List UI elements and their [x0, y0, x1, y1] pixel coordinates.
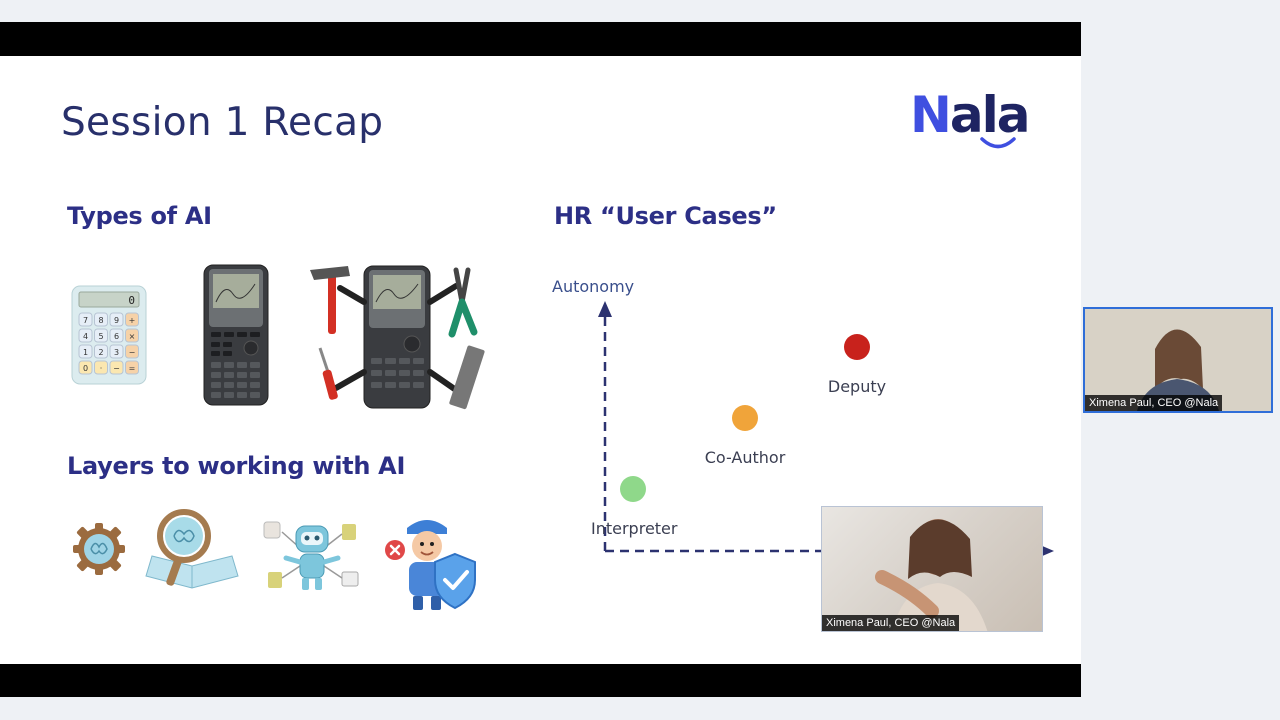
worker-shield-icon	[383, 514, 479, 619]
calculator-key	[125, 312, 139, 327]
point-label: Interpreter	[591, 519, 678, 538]
calculator-key-label: 8	[98, 316, 103, 325]
calculator-key	[125, 360, 139, 375]
calculator-key	[78, 328, 93, 343]
calculator-key-label: =	[129, 364, 136, 373]
participant-video-tile-floating[interactable]: Ximena Paul, CEO @Nala	[821, 506, 1043, 632]
calculator-key-label: 4	[83, 332, 88, 341]
calculator-key	[94, 312, 108, 327]
participant-video-feed	[875, 519, 988, 631]
layers-heading: Layers to working with AI	[67, 452, 406, 480]
calculator-key	[94, 360, 108, 375]
y-axis-arrow	[598, 301, 612, 317]
y-axis-label: Autonomy	[552, 277, 635, 296]
scatter-point-deputy	[844, 334, 870, 360]
participant-video-feed	[1085, 309, 1271, 411]
nala-logo: Nala	[910, 86, 1045, 156]
x-axis-arrow	[1040, 545, 1054, 557]
brain-book-icon	[140, 506, 244, 611]
calculator-key-label: 7	[83, 316, 88, 325]
participant-name-label: Ximena Paul, CEO @Nala	[822, 615, 960, 631]
calculator-key	[125, 344, 139, 359]
smile-icon	[980, 137, 1016, 149]
participant-name-label: Ximena Paul, CEO @Nala	[1085, 395, 1223, 411]
calculator-key-label: +	[129, 316, 136, 325]
brain-gear-icon	[71, 521, 127, 582]
scatter-point-co-author	[732, 405, 758, 431]
calculator-key-label: 9	[114, 316, 119, 325]
calculator-key-label: 1	[83, 348, 88, 357]
calculator-key	[94, 344, 108, 359]
scatter-point-interpreter	[620, 476, 646, 502]
robot-network-icon	[262, 518, 362, 599]
slide: Session 1 Recap Nala Types of AI Layers …	[0, 56, 1081, 664]
calculator-display: 0	[128, 294, 135, 307]
point-label: Deputy	[827, 377, 887, 396]
calculator-key-label: 0	[83, 364, 88, 373]
calculator-key	[109, 360, 124, 375]
calculator-key-label: 6	[114, 332, 119, 341]
slide-title: Session 1 Recap	[61, 100, 384, 145]
point-label: Co-Author	[704, 448, 786, 467]
calculator-key	[78, 312, 93, 327]
calculator-key	[109, 328, 124, 343]
hr-user-cases-chart: Autonomy Interpreter Co-Author Deputy	[540, 261, 1080, 641]
calculator-key-label: −	[129, 348, 136, 357]
calculator-key-label: 5	[98, 332, 103, 341]
participant-video-tile[interactable]: Ximena Paul, CEO @Nala	[1083, 307, 1273, 413]
calculator-key	[125, 328, 139, 343]
calculator-key	[94, 328, 108, 343]
logo-text: Nala	[910, 86, 1030, 144]
calculator-key	[109, 344, 124, 359]
calculator-key	[109, 312, 124, 327]
calculator-key-label: ·	[100, 364, 103, 373]
calculator-key-label: −	[113, 364, 120, 373]
calculator-key-label: ×	[129, 332, 136, 341]
calculator-key-label: 2	[98, 348, 103, 357]
calculator-key-label: 3	[114, 348, 119, 357]
tool-calculator-icon	[306, 262, 492, 417]
calculator-key	[78, 344, 93, 359]
hr-user-cases-heading: HR “User Cases”	[554, 202, 777, 230]
calculator-key	[78, 360, 93, 375]
types-of-ai-heading: Types of AI	[67, 202, 212, 230]
graphing-calculator-icon	[203, 264, 269, 411]
